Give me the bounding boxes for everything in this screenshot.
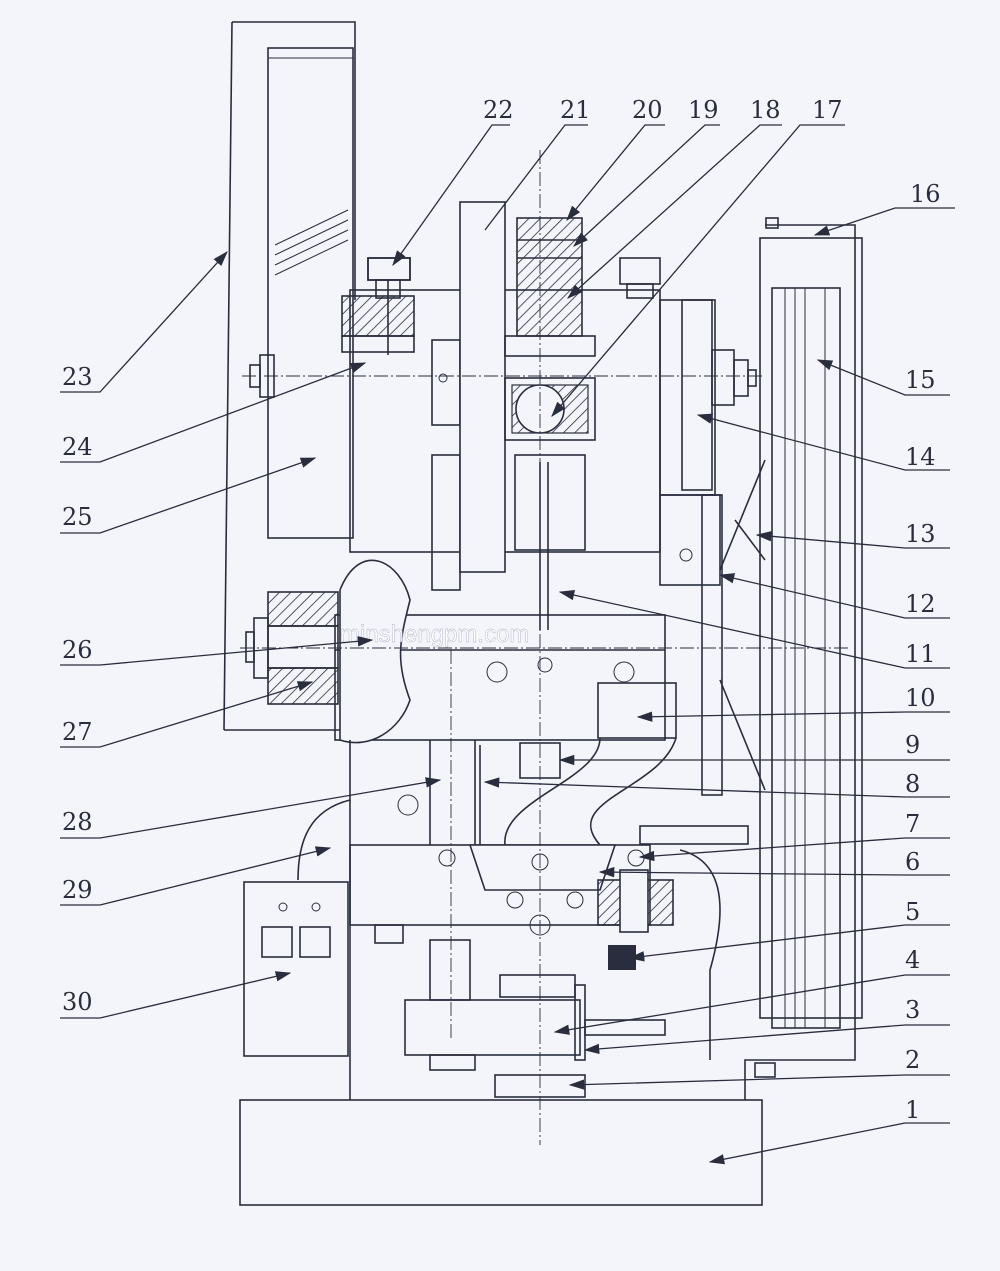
callout-18: 18: [750, 96, 781, 124]
top-nut-left: [367, 257, 411, 281]
callout-14: 14: [905, 443, 936, 471]
callout-20: 20: [632, 96, 663, 124]
callout-3: 3: [905, 996, 920, 1024]
callout-23: 23: [62, 363, 93, 391]
callout-8: 8: [905, 770, 920, 798]
bearing-section: [245, 559, 411, 744]
callout-17: 17: [812, 96, 843, 124]
callout-11: 11: [905, 640, 936, 668]
control-box: [243, 881, 349, 1057]
callout-26: 26: [62, 636, 93, 664]
callout-27: 27: [62, 718, 93, 746]
cam-stack: [504, 217, 596, 357]
watermark: minshengpm.com: [340, 621, 529, 648]
callout-1: 1: [905, 1096, 920, 1124]
callout-5: 5: [905, 898, 920, 926]
grease-fitting: [341, 257, 415, 355]
eccentric: [504, 377, 596, 630]
callout-15: 15: [905, 366, 936, 394]
callout-13: 13: [905, 520, 936, 548]
callout-30: 30: [62, 988, 93, 1016]
callout-22: 22: [483, 96, 514, 124]
right-guard: [744, 217, 863, 1100]
leader-lines: [60, 124, 955, 1165]
callout-6: 6: [905, 848, 920, 876]
callout-labels: 1 2 3 4 5 6 7 8 9 10 11 12 13 14 15 16 1…: [62, 96, 941, 1124]
callout-16: 16: [910, 180, 941, 208]
callout-28: 28: [62, 808, 93, 836]
callout-24: 24: [62, 433, 93, 461]
callout-7: 7: [905, 810, 920, 838]
callout-25: 25: [62, 503, 93, 531]
curved-guide: [504, 682, 677, 846]
left-frame: [223, 21, 356, 731]
slide-bar: [459, 201, 506, 573]
callout-10: 10: [905, 684, 936, 712]
callout-12: 12: [905, 590, 936, 618]
callout-4: 4: [905, 946, 920, 974]
callout-21: 21: [560, 96, 591, 124]
callout-2: 2: [905, 1046, 920, 1074]
top-nut-right: [619, 257, 661, 285]
callout-9: 9: [905, 731, 920, 759]
callout-29: 29: [62, 876, 93, 904]
shaft-nut-right: [711, 349, 757, 406]
machine-base: [239, 1099, 763, 1206]
connecting-rod: [639, 459, 766, 845]
spring-assembly: [597, 849, 721, 1060]
callout-19: 19: [688, 96, 719, 124]
